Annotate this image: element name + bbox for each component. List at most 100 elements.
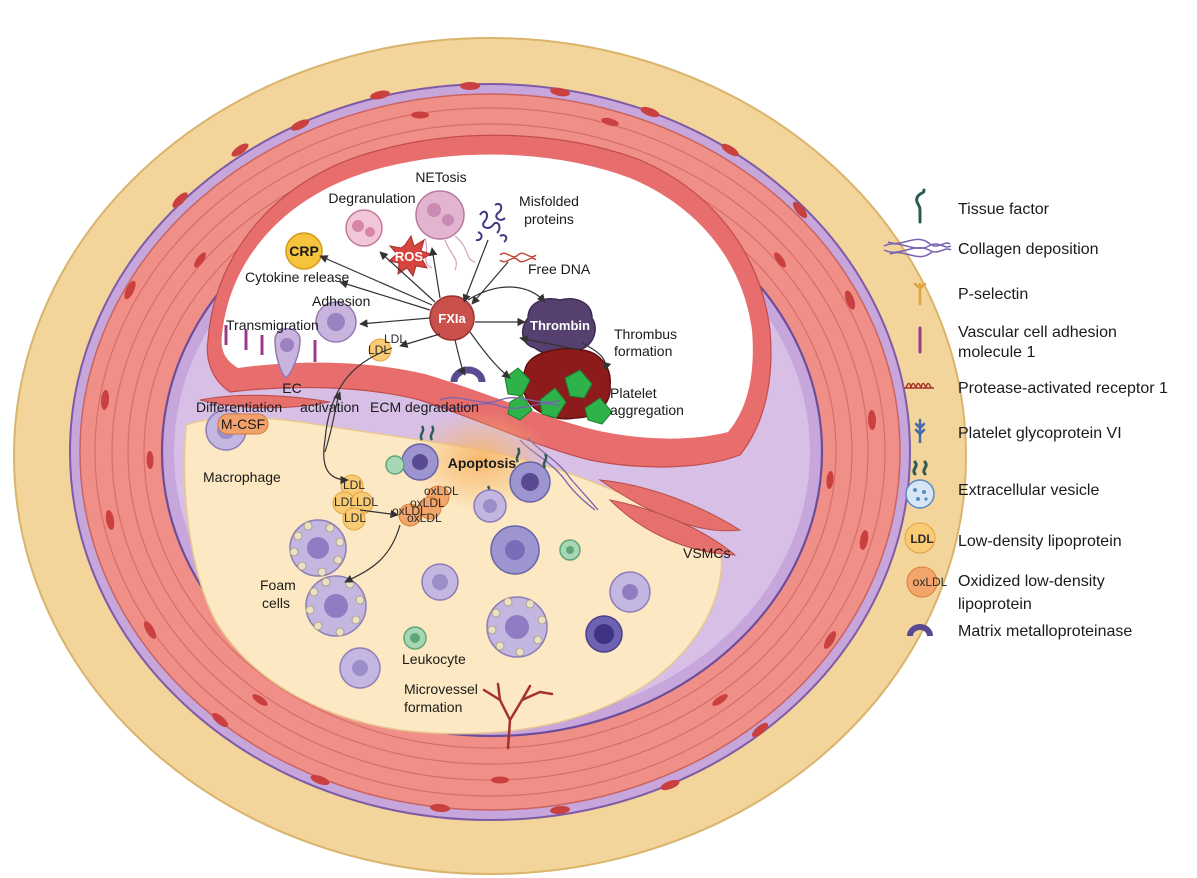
leukocyte-cell	[385, 455, 405, 475]
ldl-label-plaque-4: LDL	[344, 511, 366, 525]
mcsf-label: M-CSF	[221, 416, 265, 432]
oxldl-label-4: oxLDL	[407, 511, 442, 525]
macrophage-label: Macrophage	[203, 469, 281, 485]
ldl-label-lumen-1: LDL	[384, 332, 406, 346]
platelet-aggregation-label-2: aggregation	[610, 402, 684, 418]
oxldl-label-2: oxLDL	[410, 496, 445, 510]
adhesion-label: Adhesion	[312, 293, 370, 309]
cytokine-release-label: Cytokine release	[245, 269, 349, 285]
legend-label: Tissue factor	[958, 201, 1050, 218]
macrophage-cell	[490, 525, 540, 575]
free-dna-icon	[499, 252, 537, 263]
ldl-icon: LDL	[904, 522, 936, 554]
p-selectin-icon	[913, 282, 927, 306]
adhesion-cell	[315, 301, 357, 343]
microvessel-formation-label-1: Microvessel	[404, 681, 478, 697]
vesicle-icon	[905, 479, 935, 509]
ecm-degradation-label: ECM degradation	[370, 399, 479, 415]
macrophage-cell	[339, 647, 381, 689]
vsmcs-label: VSMCs	[683, 545, 730, 561]
ldl-label-plaque-2: LDL	[334, 495, 356, 509]
misfolded-proteins-label-2: proteins	[524, 211, 574, 227]
leukocyte-label: Leukocyte	[402, 651, 466, 667]
legend-label: Low-density lipoprotein	[958, 533, 1122, 550]
degranulation-cell	[345, 209, 383, 247]
legend: Tissue factor Collagen deposition P-sele…	[883, 188, 1168, 640]
transmigration-label: Transmigration	[226, 317, 319, 333]
oxldl-icon: oxLDL	[906, 566, 948, 598]
diagram-labels: NETosis Degranulation Misfolded proteins…	[196, 169, 730, 715]
legend-label: Matrix metalloproteinase	[958, 623, 1132, 640]
tissue-factor-pair-icon	[912, 460, 928, 476]
ec-activation-label-1: EC	[282, 380, 301, 396]
fxia-label: FXIa	[438, 311, 466, 326]
legend-item-p-selectin: P-selectin	[913, 282, 1028, 306]
legend-label: Oxidized low-density	[958, 573, 1105, 590]
ec-activation-label-2: activation	[300, 399, 359, 415]
foam-cell	[305, 575, 367, 637]
crp-badge: CRP	[285, 232, 323, 270]
foam-cell	[289, 519, 347, 577]
netosis-label: NETosis	[415, 169, 466, 185]
oxldl-particles	[398, 485, 450, 527]
legend-label-2: lipoprotein	[958, 596, 1032, 613]
transmigration-cell	[274, 328, 301, 380]
mmp-icon	[907, 624, 933, 637]
legend-item-par1: Protease-activated receptor 1	[904, 380, 1168, 397]
ros-label: ROS	[395, 249, 424, 264]
oxldl-label-3: oxLDL	[392, 504, 427, 518]
legend-item-collagen: Collagen deposition	[883, 238, 1099, 258]
thrombus-label-2: formation	[614, 343, 672, 359]
fxia-badge: FXIa	[429, 295, 475, 341]
crp-label: CRP	[289, 243, 319, 259]
legend-item-mmp: Matrix metalloproteinase	[907, 623, 1132, 640]
par1-icon	[904, 382, 934, 389]
microvessel-icon	[482, 682, 554, 750]
apoptosis-region: Apoptosis	[401, 410, 551, 510]
mmp-icon-in-diagram	[450, 366, 486, 383]
collagen-icon	[883, 238, 952, 258]
legend-item-vcam: Vascular cell adhesion molecule 1	[918, 324, 1117, 361]
gpvi-icon	[914, 418, 926, 444]
thrombin-badge: Thrombin	[521, 298, 596, 356]
platelet-aggregation-label-1: Platelet	[610, 385, 657, 401]
degranulation-label: Degranulation	[328, 190, 415, 206]
macrophage-cell	[585, 615, 623, 653]
legend-item-oxldl: oxLDL Oxidized low-density lipoprotein	[906, 566, 1105, 613]
microvessel-formation-label-2: formation	[404, 699, 462, 715]
macrophage-cell	[473, 489, 507, 523]
tissue-factor-icon	[915, 188, 926, 224]
legend-item-ldl: LDL Low-density lipoprotein	[904, 522, 1122, 554]
misfolded-proteins-icon	[475, 203, 508, 243]
thrombus-label-1: Thrombus	[614, 326, 677, 342]
legend-item-vesicle: Extracellular vesicle	[905, 460, 1099, 509]
legend-label-2: molecule 1	[958, 344, 1035, 361]
vcam-molecules	[224, 325, 317, 362]
ldl-label-plaque-3: LDL	[356, 495, 378, 509]
tissue-factor-molecules	[419, 425, 548, 501]
ldl-label-plaque-1: LDL	[343, 478, 365, 492]
leukocyte-cell	[559, 539, 581, 561]
platelets	[504, 367, 613, 425]
apoptosis-label: Apoptosis	[448, 455, 517, 471]
pathway-arrows	[319, 239, 612, 583]
legend-item-gpvi: Platelet glycoprotein VI	[914, 418, 1122, 444]
free-dna-label: Free DNA	[528, 261, 591, 277]
ros-badge: ROS	[387, 234, 433, 278]
collagen-bundles	[439, 397, 599, 511]
legend-item-tissue-factor: Tissue factor	[915, 188, 1050, 224]
legend-label: Collagen deposition	[958, 241, 1099, 258]
thrombin-label: Thrombin	[530, 318, 590, 333]
mcsf-badge: M-CSF	[217, 413, 269, 435]
leukocyte-cell	[403, 626, 427, 650]
macrophage-cell	[421, 563, 459, 601]
thrombus	[504, 348, 613, 425]
legend-label: Protease-activated receptor 1	[958, 380, 1168, 397]
ldl-icon-label: LDL	[910, 532, 933, 546]
macrophage-cell	[609, 571, 651, 613]
ldl-label-lumen-2: LDL	[368, 343, 390, 357]
smooth-muscle-nuclei	[100, 82, 877, 815]
legend-label: Extracellular vesicle	[958, 482, 1099, 499]
vsmc-cells	[199, 394, 742, 556]
